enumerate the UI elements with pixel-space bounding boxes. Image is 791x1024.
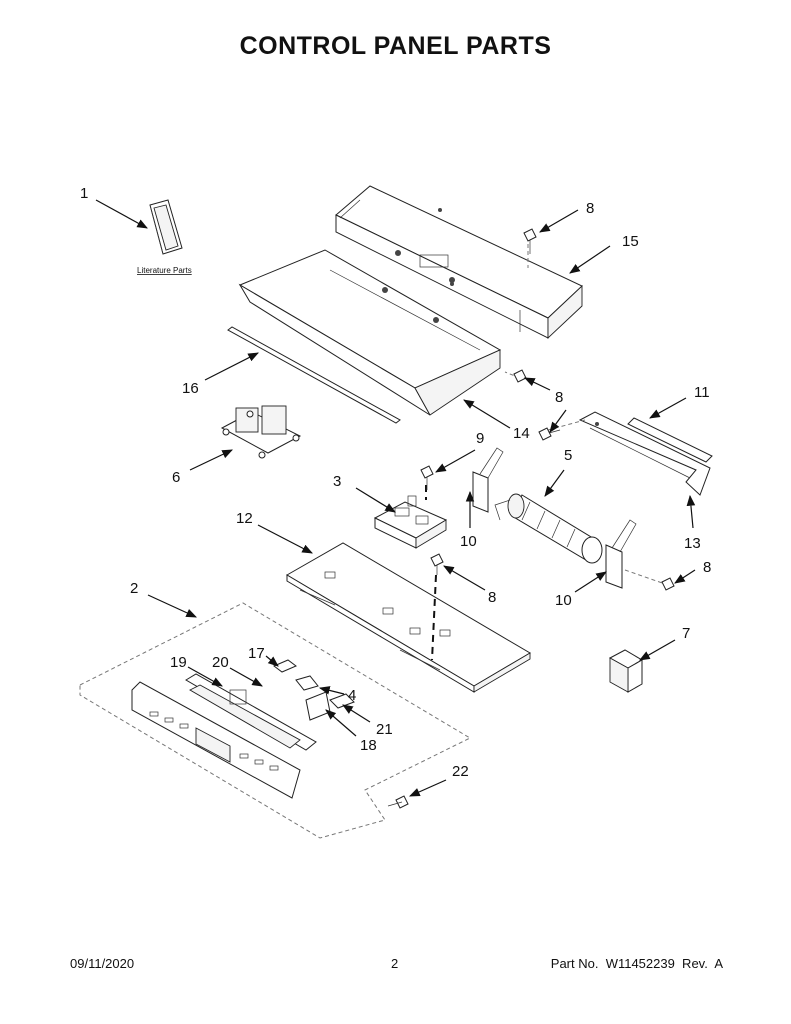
cooling-fan-part [494,493,603,564]
callout-17: 17 [248,645,265,662]
callout-9: 9 [476,430,484,447]
callout-6: 6 [172,469,180,486]
screw-part [661,577,675,591]
callout-arrows [95,199,696,797]
screw-part [387,795,409,809]
callout-21: 21 [376,721,393,738]
callout-20: 20 [212,654,229,671]
screw-part [430,553,444,575]
callout-22: 22 [452,763,469,780]
callout-3: 3 [333,473,341,490]
callout-10-right: 10 [555,592,572,609]
switch-part [273,659,297,673]
literature-parts-label: Literature Parts [137,266,192,275]
literature-parts-booklet: Literature Parts [137,199,192,275]
footer-part-number: Part No. W11452239 Rev. A [550,956,723,971]
callout-5: 5 [564,447,572,464]
callout-8-top: 8 [586,200,594,217]
console-panel-part [131,681,301,799]
callout-12: 12 [236,510,253,527]
callout-18: 18 [360,737,377,754]
screw-part [420,465,434,490]
upper-cover-part [335,185,583,340]
screw-part [523,228,537,254]
screw-part [513,369,535,383]
keypad-circuit-part [185,673,317,751]
left-bracket-part [472,447,504,513]
callout-2: 2 [130,580,138,597]
console-assembly-outline [79,602,472,839]
callout-13: 13 [684,535,701,552]
page-title: CONTROL PANEL PARTS [239,32,552,60]
footer-page-number: 2 [391,956,399,971]
knob-part [295,675,319,691]
bottom-plate-part [286,542,531,693]
control-tray-part [238,249,502,416]
callout-15: 15 [622,233,639,250]
callout-11: 11 [694,384,710,401]
callout-7: 7 [682,625,690,642]
connector-part [329,693,355,709]
callout-4: 4 [348,687,356,704]
bracket-rail-part [578,411,713,496]
gasket-strip-part [227,326,401,424]
callout-8-tray: 8 [555,389,563,406]
relay-board-part [220,405,302,459]
footer-date: 09/11/2020 [70,956,135,971]
callout-1: 1 [80,185,88,202]
callout-16: 16 [182,380,199,397]
callout-19: 19 [170,654,187,671]
callout-14: 14 [513,425,530,442]
callout-8-plate: 8 [488,589,496,606]
callout-8-fan: 8 [703,559,711,576]
control-board-part [373,495,448,549]
small-bracket-part [608,649,643,693]
callout-10-left: 10 [460,533,477,550]
right-bracket-part [605,519,637,589]
board-part [305,691,331,721]
